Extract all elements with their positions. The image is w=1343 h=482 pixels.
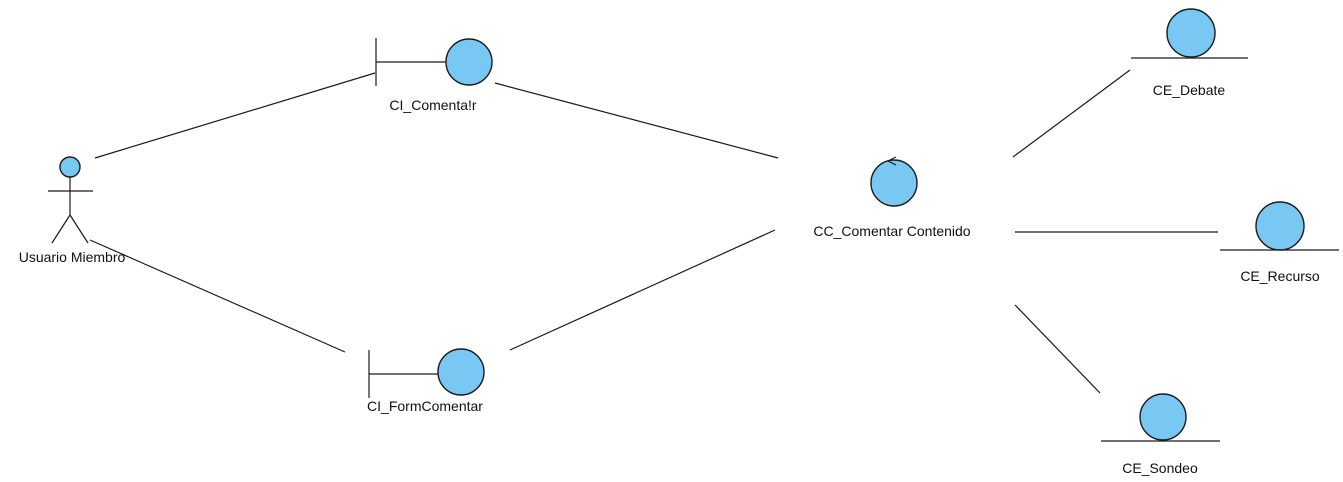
boundary-ci-comentar[interactable]: CI_Comenta!r — [375, 38, 493, 113]
association-ci-comentar-control[interactable] — [494, 82, 779, 159]
boundary-icon — [375, 38, 493, 86]
entity-ce-sondeo-label: CE_Sondeo — [1122, 460, 1198, 476]
entity-icon — [1101, 393, 1220, 442]
entity-ce-sondeo[interactable]: CE_Sondeo — [1101, 393, 1220, 476]
boundary-ci-formcomentar-label: CI_FormComentar — [367, 398, 483, 414]
control-cc-comentar-contenido[interactable]: CC_Comentar Contenido — [813, 156, 971, 239]
stick-figure-actor-icon — [48, 156, 93, 244]
entity-icon — [1131, 8, 1248, 59]
entity-icon — [1220, 201, 1339, 251]
entity-ce-debate-label: CE_Debate — [1153, 82, 1226, 98]
entity-ce-debate[interactable]: CE_Debate — [1131, 8, 1248, 98]
control-icon — [870, 156, 918, 207]
boundary-icon — [368, 348, 485, 398]
association-actor-ci-formcomentar[interactable] — [89, 239, 346, 353]
association-actor-ci-comentar[interactable] — [94, 72, 376, 159]
actor-label: Usuario Miembro — [19, 249, 126, 265]
boundary-ci-comentar-label: CI_Comenta!r — [389, 97, 476, 113]
association-ci-formcomentar-control[interactable] — [509, 229, 776, 351]
associations — [89, 69, 1218, 394]
actor-usuario-miembro[interactable]: Usuario Miembro — [19, 156, 126, 265]
association-control-ce-sondeo[interactable] — [1014, 304, 1101, 394]
entity-ce-recurso[interactable]: CE_Recurso — [1220, 201, 1339, 284]
entity-ce-recurso-label: CE_Recurso — [1240, 268, 1320, 284]
association-control-ce-debate[interactable] — [1012, 69, 1131, 158]
actor-head — [59, 156, 81, 178]
control-label: CC_Comentar Contenido — [813, 223, 970, 239]
boundary-ci-formcomentar[interactable]: CI_FormComentar — [367, 348, 485, 414]
